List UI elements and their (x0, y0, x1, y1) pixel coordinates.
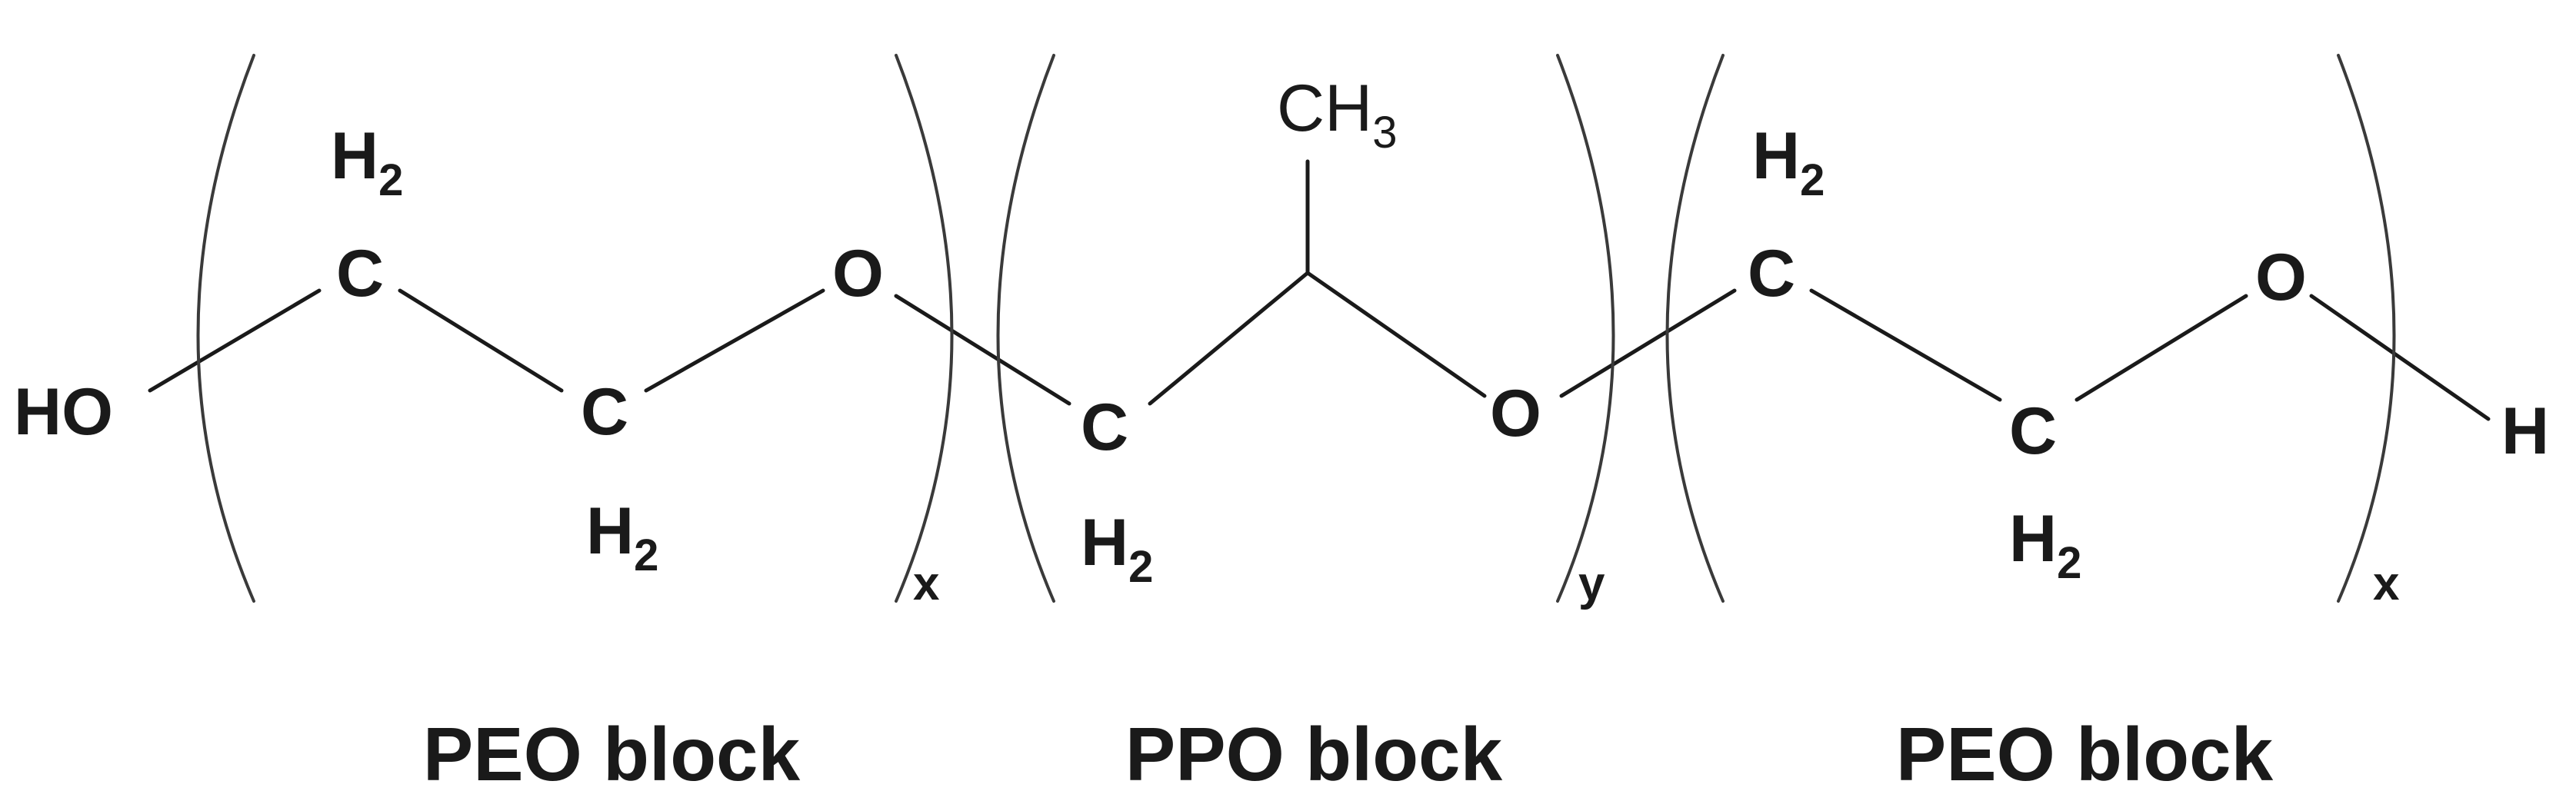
repeat-subscripts: x y x (913, 557, 2400, 610)
bond-ch-o2 (1305, 271, 1487, 398)
label-peo-right: PEO block (1896, 712, 2274, 796)
bond-c5-o3 (2074, 294, 2248, 402)
bracket-peo-right-open (1665, 54, 1725, 603)
atom-o2: O (1490, 377, 1541, 450)
atom-c5: C (2009, 394, 2057, 468)
repeat-x-right: x (2373, 557, 2400, 610)
bond-ho-c1 (148, 288, 322, 393)
atom-c5-h2: H2 (2009, 502, 2081, 588)
bracket-peo-right-close (2337, 54, 2396, 603)
atom-c1: C (336, 237, 384, 311)
bond-o2-c4 (1559, 288, 1737, 398)
atom-ch3: CH3 (1277, 71, 1397, 158)
bracket-peo-left-close (895, 54, 954, 603)
atom-c3: C (1081, 391, 1128, 464)
atom-ho: HO (14, 375, 113, 449)
atom-o1: O (832, 237, 884, 311)
bond-o1-c3 (894, 294, 1071, 406)
bracket-ppo-open (996, 54, 1055, 603)
bond-c4-c5 (1809, 288, 2002, 402)
label-ppo: PPO block (1125, 712, 1503, 796)
bracket-peo-left-open (196, 54, 255, 603)
atom-c3-h2: H2 (1081, 506, 1153, 592)
atom-c2: C (581, 375, 628, 449)
bond-o3-h (2309, 294, 2491, 421)
atom-c2-h2: H2 (586, 494, 658, 580)
atom-o3: O (2255, 241, 2307, 314)
repeat-brackets (196, 54, 2396, 603)
atoms: HO C H2 C H2 O C H2 CH3 O C H2 C H2 O H (14, 71, 2549, 592)
bonds (148, 159, 2491, 421)
bracket-ppo-close (1556, 54, 1615, 603)
repeat-x-left: x (913, 557, 940, 610)
bond-c1-c2 (398, 288, 564, 393)
atom-c1-h2: H2 (331, 119, 403, 205)
bond-c2-o1 (644, 288, 825, 393)
atom-c4: C (1748, 237, 1795, 311)
atom-h-end: H (2501, 394, 2549, 468)
repeat-y: y (1578, 557, 1605, 610)
label-peo-left: PEO block (423, 712, 801, 796)
bond-c3-ch (1148, 271, 1310, 406)
block-labels: PEO block PPO block PEO block (423, 712, 2274, 796)
atom-c4-h2: H2 (1752, 119, 1825, 205)
